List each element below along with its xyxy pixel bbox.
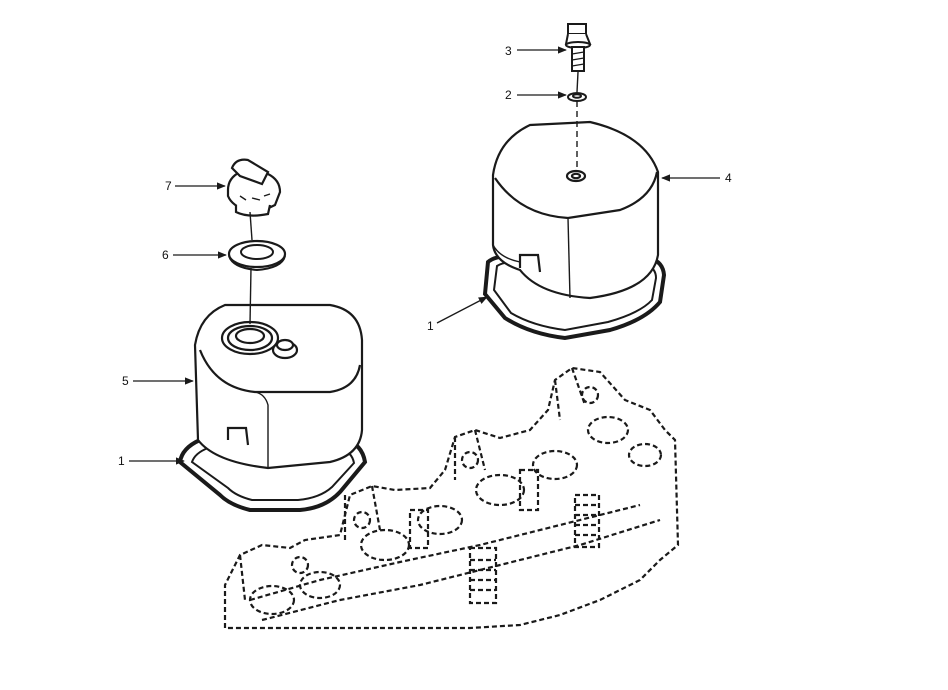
- oil-filler-cap: [226, 158, 282, 217]
- callout-6: 6: [162, 248, 169, 262]
- callout-3: 3: [505, 44, 512, 58]
- cylinder-head: [223, 366, 680, 630]
- callout-1-left: 1: [118, 454, 125, 468]
- assembly-centerlines: [249, 71, 579, 325]
- leader-lines: [129, 46, 720, 465]
- leader-1-right: [436, 296, 488, 324]
- bolt-seal-washer: [567, 92, 587, 102]
- callout-4: 4: [725, 171, 732, 185]
- callout-7: 7: [165, 179, 172, 193]
- rocker-cover-right: [491, 120, 660, 300]
- cover-bolt: [564, 23, 592, 72]
- callout-5: 5: [122, 374, 129, 388]
- callout-1-right: 1: [427, 319, 434, 333]
- gasket-left: [177, 438, 368, 512]
- callout-2: 2: [505, 88, 512, 102]
- oil-filler-washer: [227, 239, 287, 272]
- rocker-cover-left: [193, 303, 364, 470]
